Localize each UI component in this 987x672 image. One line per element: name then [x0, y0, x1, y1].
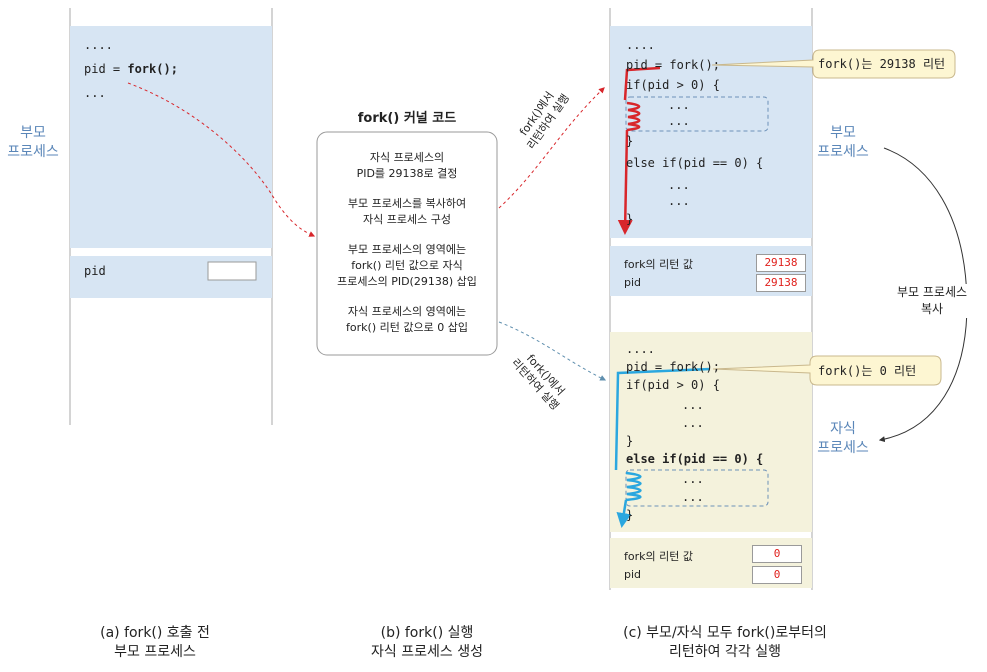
child-code-line-0: ....	[626, 342, 655, 356]
kernel-step-4-line1: 자식 프로세스의 영역에는	[347, 305, 467, 318]
kernel-step-3-line3: 프로세스의 PID(29138) 삽입	[337, 275, 477, 288]
parent-code-line-0: ....	[626, 38, 655, 52]
callout-parent-bubble	[711, 49, 956, 79]
kernel-step-3: 부모 프로세스의 영역에는 fork() 리턴 값으로 자식 프로세스의 PID…	[320, 242, 494, 290]
parent-code-line-3: ...	[668, 98, 690, 112]
panel-a-process	[69, 8, 273, 425]
kernel-title: fork() 커널 코드	[357, 111, 457, 126]
right-parent-label-line2: 프로세스	[817, 144, 869, 160]
child-code-line-3: ...	[682, 398, 704, 412]
kernel-code-box	[316, 131, 498, 356]
child-code-line-6: else if(pid == 0) {	[626, 452, 764, 466]
panel-a-pid-assign: pid =	[84, 62, 128, 76]
kernel-step-1-line2: PID를 29138로 결정	[356, 167, 458, 180]
parent-code-line-7: ...	[668, 178, 690, 192]
child-pid-label: pid	[624, 568, 642, 581]
parent-code-line-1: pid = fork();	[626, 58, 720, 72]
panel-a-pid-label: pid	[84, 264, 106, 278]
kernel-step-3-line2: fork() 리턴 값으로 자식	[351, 259, 463, 272]
child-code-line-7: ...	[682, 472, 704, 486]
panel-c-child-process	[610, 332, 812, 588]
arrow-return-child	[498, 321, 607, 381]
caption-a-line1: (a) fork() 호출 전	[100, 625, 210, 641]
copy-label-line2: 복사	[920, 302, 944, 316]
arrow-call-fork	[127, 82, 316, 237]
caption-b-line2: 자식 프로세스 생성	[371, 644, 483, 660]
parent-ret-value-box: 29138	[756, 254, 806, 272]
child-exec-flow-top	[614, 367, 711, 471]
caption-a: (a) fork() 호출 전 부모 프로세스	[40, 624, 270, 662]
arrow-return-parent	[498, 87, 605, 209]
parent-pid-label: pid	[624, 276, 642, 289]
parent-exec-flow-spring	[626, 101, 641, 132]
right-parent-process-label: 부모 프로세스	[808, 124, 878, 162]
kernel-step-1-line1: 자식 프로세스의	[369, 151, 445, 164]
kernel-step-3-line1: 부모 프로세스의 영역에는	[347, 243, 467, 256]
caption-b-line1: (b) fork() 실행	[380, 625, 474, 641]
parent-exec-flow-down	[617, 129, 633, 235]
caption-b: (b) fork() 실행 자식 프로세스 생성	[312, 624, 542, 662]
kernel-step-4: 자식 프로세스의 영역에는 fork() 리턴 값으로 0 삽입	[320, 304, 494, 336]
right-child-label-line1: 자식	[830, 421, 856, 437]
child-code-line-2: if(pid > 0) {	[626, 378, 720, 392]
child-code-line-1: pid = fork();	[626, 360, 720, 374]
right-child-process-label: 자식 프로세스	[808, 420, 878, 458]
right-child-label-line2: 프로세스	[817, 440, 869, 456]
child-code-line-8: ...	[682, 490, 704, 504]
kernel-step-1: 자식 프로세스의 PID를 29138로 결정	[320, 150, 494, 182]
caption-c: (c) 부모/자식 모두 fork()로부터의 리턴하여 각각 실행	[560, 624, 890, 662]
left-parent-label-line1: 부모	[20, 125, 46, 141]
parent-code-line-8: ...	[668, 194, 690, 208]
parent-code-line-9: }	[626, 212, 634, 226]
panel-a-code-pid: pid = fork();	[84, 62, 178, 76]
parent-code-line-5: }	[626, 134, 634, 148]
callout-parent-text: fork()는 29138 리턴	[818, 57, 946, 71]
panel-a-code-line3: ...	[84, 86, 106, 100]
kernel-step-4-line2: fork() 리턴 값으로 0 삽입	[346, 321, 468, 334]
left-parent-label-line2: 프로세스	[7, 144, 59, 160]
child-pid-value-box: 0	[752, 566, 802, 584]
callout-child-bubble	[712, 355, 942, 386]
right-parent-label-line1: 부모	[830, 125, 856, 141]
child-exec-flow-down	[616, 499, 632, 528]
parent-code-line-6: else if(pid == 0) {	[626, 156, 764, 170]
kernel-step-2: 부모 프로세스를 복사하여 자식 프로세스 구성	[320, 196, 494, 228]
parent-ret-label: fork의 리턴 값	[624, 258, 693, 271]
caption-a-line2: 부모 프로세스	[114, 644, 196, 660]
child-code-line-9: }	[626, 508, 634, 522]
kernel-step-2-line1: 부모 프로세스를 복사하여	[347, 197, 467, 210]
child-exec-flow-spring	[625, 471, 642, 502]
left-parent-process-label: 부모 프로세스	[0, 124, 66, 162]
callout-child-text: fork()는 0 리턴	[818, 364, 917, 378]
kernel-step-2-line2: 자식 프로세스 구성	[363, 213, 451, 226]
parent-pid-value-box: 29138	[756, 274, 806, 292]
panel-a-fork-call: fork();	[127, 62, 178, 76]
child-ret-label: fork의 리턴 값	[624, 550, 693, 563]
parent-exec-flow-top	[623, 66, 661, 101]
child-code-line-4: ...	[682, 416, 704, 430]
parent-code-line-4: ...	[668, 114, 690, 128]
caption-c-line2: 리턴하여 각각 실행	[669, 644, 781, 660]
panel-c-parent-process	[609, 8, 813, 590]
copy-label: 부모 프로세스 복사	[884, 284, 980, 318]
child-code-line-5: }	[626, 434, 634, 448]
caption-c-line1: (c) 부모/자식 모두 fork()로부터의	[623, 625, 827, 641]
copy-label-line1: 부모 프로세스	[896, 285, 968, 299]
parent-code-line-2: if(pid > 0) {	[626, 78, 720, 92]
child-ret-value-box: 0	[752, 545, 802, 563]
panel-a-pid-box	[207, 261, 257, 281]
panel-a-code-line1: ....	[84, 38, 113, 52]
